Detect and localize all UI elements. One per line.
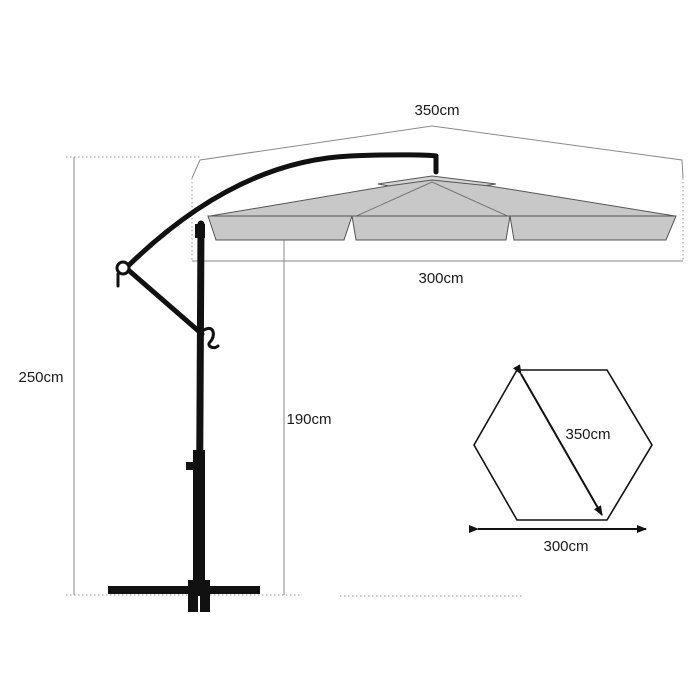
diagonal-strut (123, 265, 205, 337)
hexagon-top-view (469, 364, 653, 533)
canopy-rib-left (351, 181, 433, 219)
clearance-height-label: 190cm (286, 411, 331, 428)
cross-base (108, 586, 260, 594)
pivot-ring (115, 260, 131, 276)
umbrella-frame (108, 152, 439, 612)
lock-knob (186, 462, 194, 470)
canopy-panel-center (351, 215, 511, 241)
dimension-guides (66, 125, 684, 597)
hexagon-outline (473, 369, 653, 521)
canopy-roof (209, 179, 676, 217)
crank-handle (202, 327, 220, 350)
canopy (207, 175, 677, 241)
canopy-panel-right (509, 215, 677, 241)
pole-collar (195, 224, 205, 238)
curved-arm (123, 152, 439, 271)
canopy-panel-left (207, 215, 353, 241)
pole-lower-tube (193, 450, 205, 594)
canopy-span-label: 300cm (418, 270, 463, 287)
hexagon-width-label: 300cm (543, 538, 588, 555)
hexagon-diagonal-label: 350cm (565, 426, 610, 443)
canopy-rib-right (431, 181, 513, 219)
canopy-diagonal-bracket (191, 125, 684, 179)
hexagon-diagonal-arrow (513, 364, 603, 516)
total-height-label: 250cm (18, 369, 63, 386)
canopy-diagonal-label: 350cm (414, 102, 459, 119)
